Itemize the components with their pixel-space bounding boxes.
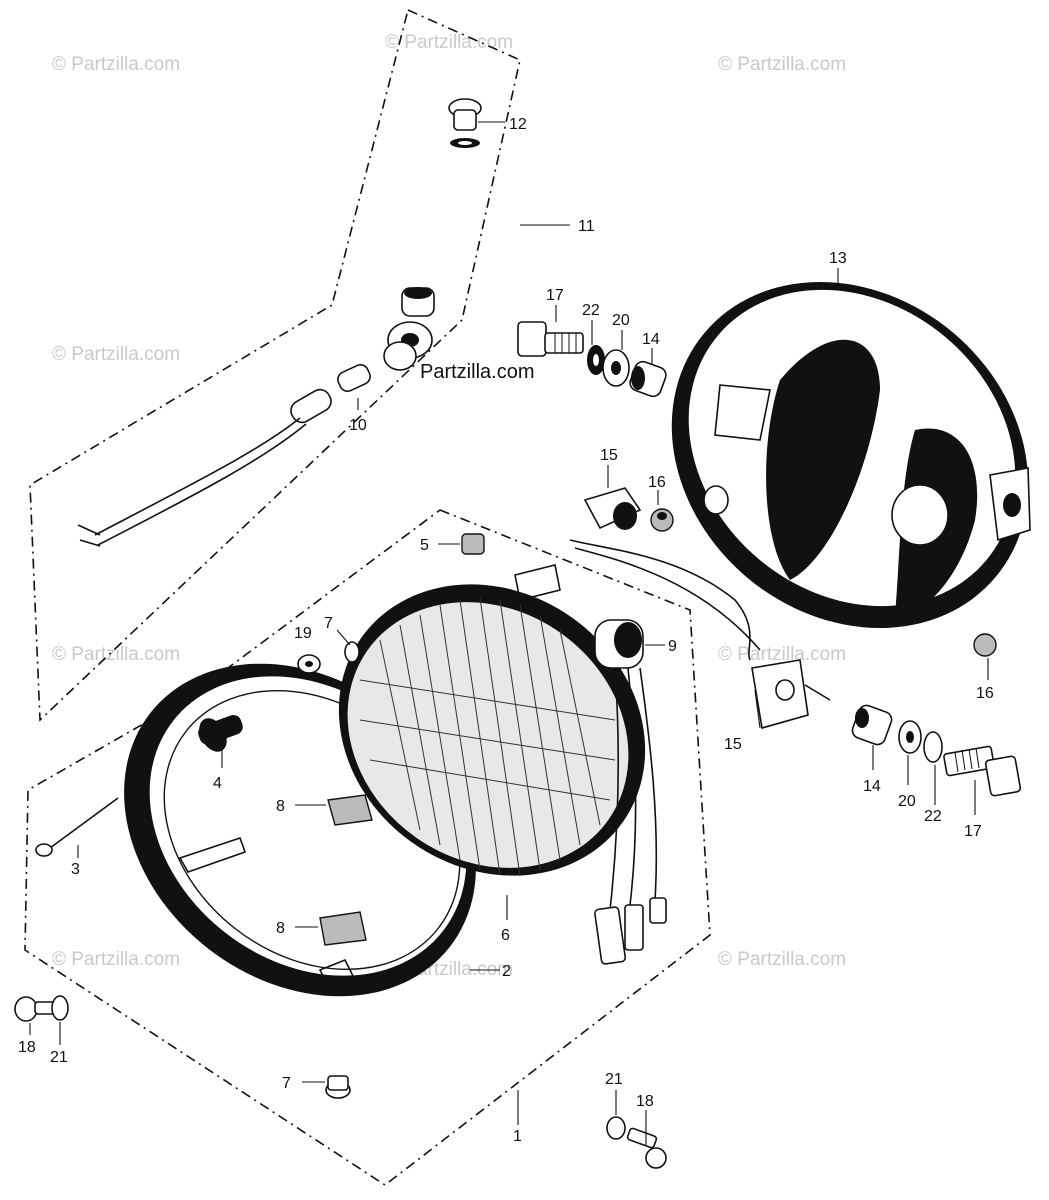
part-14-collar-lower [851, 704, 893, 746]
callout-15-upper: 15 [600, 447, 618, 464]
part-12-grommet [448, 98, 482, 148]
part-8-clip-lower [319, 911, 367, 946]
callout-13: 13 [829, 250, 847, 267]
part-15-terminal-lower [751, 659, 831, 730]
part-20-washer-upper [602, 349, 630, 387]
part-19-washer [297, 654, 321, 674]
part-22-washer-lower [923, 731, 943, 763]
part-6-sealed-beam-unit [338, 564, 646, 877]
watermark-text: © Partzilla.com [385, 32, 513, 53]
callout-17-upper: 17 [546, 287, 564, 304]
callout-7-lower: 7 [282, 1075, 291, 1092]
part-17-bolt-lower [943, 745, 1022, 797]
callout-7-upper: 7 [324, 615, 333, 632]
part-21-washer-bottom [606, 1116, 626, 1140]
assembly-11-outline [29, 8, 521, 722]
watermark-text: © Partzilla.com [52, 344, 180, 365]
watermark-center-text: Partzilla.com [420, 361, 534, 383]
callout-17-lower: 17 [964, 823, 982, 840]
watermark-text: © Partzilla.com [52, 54, 180, 75]
callout-14-lower: 14 [863, 778, 881, 795]
callout-20-upper: 20 [612, 312, 630, 329]
callout-8-upper: 8 [276, 798, 285, 815]
part-10-cord-fitting [77, 287, 435, 547]
part-8-clip-upper [327, 794, 373, 826]
part-18-bolt-left [14, 996, 58, 1022]
callout-16-upper: 16 [648, 474, 666, 491]
callout-10: 10 [349, 417, 367, 434]
part-5-nut [461, 533, 485, 555]
callout-18-bottom: 18 [636, 1093, 654, 1110]
callout-18-left: 18 [18, 1039, 36, 1056]
callout-16-lower: 16 [976, 685, 994, 702]
part-4-spring [198, 714, 243, 745]
part-16-nut-upper [650, 508, 674, 532]
callout-21-left: 21 [50, 1049, 68, 1066]
callout-11: 11 [578, 218, 595, 235]
callout-19: 19 [294, 625, 312, 642]
callout-3: 3 [71, 861, 80, 878]
watermark-text: © Partzilla.com [718, 54, 846, 75]
callout-22-lower: 22 [924, 808, 942, 825]
callout-20-lower: 20 [898, 793, 916, 810]
callout-22-upper: 22 [582, 302, 600, 319]
watermark-text: © Partzilla.com [718, 949, 846, 970]
callout-9: 9 [668, 638, 677, 655]
callout-12: 12 [509, 116, 527, 133]
part-3-adjusting-screw [35, 797, 119, 857]
callout-15-lower: 15 [724, 736, 742, 753]
callout-5: 5 [420, 537, 429, 554]
part-13-headlight-case [671, 281, 1031, 629]
part-7-screw-lower [325, 1075, 351, 1099]
part-9-socket [594, 619, 667, 965]
part-16-nut-lower [973, 633, 997, 657]
part-20-washer-lower [898, 720, 922, 754]
callout-21-bottom: 21 [605, 1071, 623, 1088]
callout-labels: 12 11 10 13 17 22 20 14 15 16 5 7 19 9 1… [18, 116, 994, 1145]
part-21-washer-left [51, 995, 69, 1021]
callout-4: 4 [213, 775, 222, 792]
watermark-text: © Partzilla.com [52, 644, 180, 665]
part-22-washer-upper [587, 345, 605, 375]
callout-6: 6 [501, 927, 510, 944]
watermark-text: © Partzilla.com [52, 949, 180, 970]
callout-2: 2 [502, 963, 511, 980]
part-7-screw-upper [344, 641, 360, 663]
callout-1: 1 [513, 1128, 522, 1145]
watermark-text: © Partzilla.com [718, 644, 846, 665]
part-15-terminal-upper [569, 487, 761, 661]
callout-14-upper: 14 [642, 331, 660, 348]
part-18-bolt-bottom [626, 1127, 667, 1169]
part-17-bolt-upper [517, 321, 584, 357]
callout-8-lower: 8 [276, 920, 285, 937]
part-14-collar-upper [629, 360, 667, 398]
